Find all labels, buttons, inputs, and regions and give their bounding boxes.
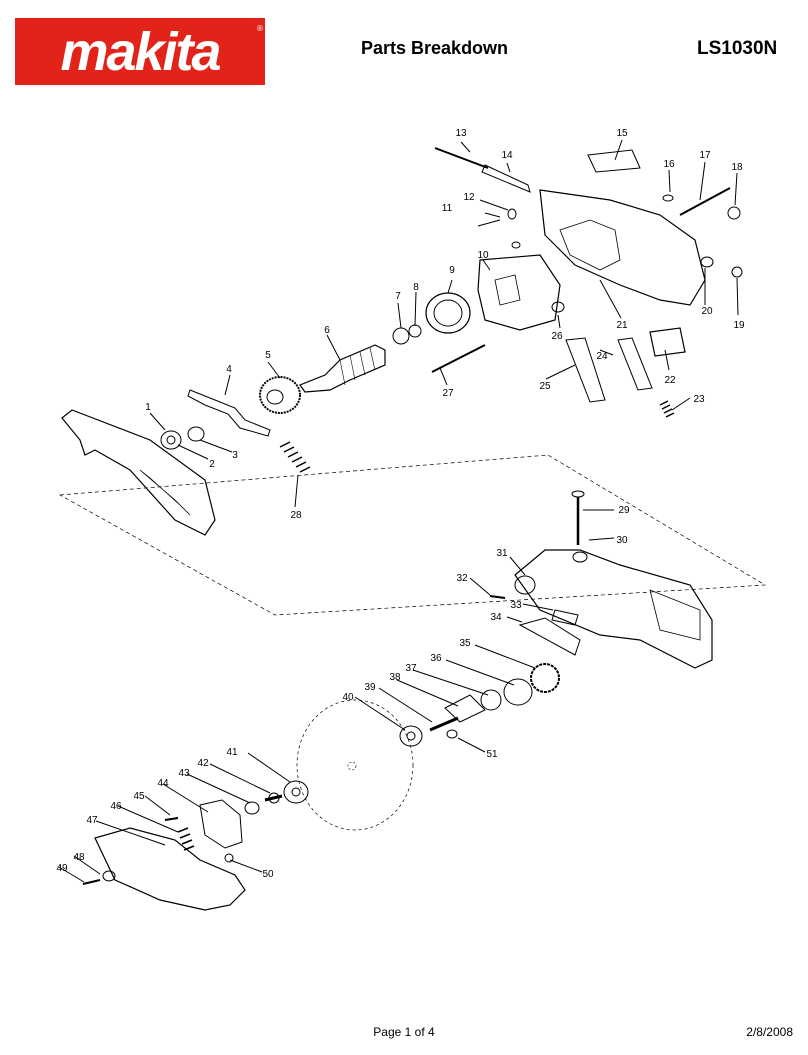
- armature-part: [299, 344, 386, 393]
- part-label: 16: [663, 159, 675, 170]
- part-label: 5: [265, 350, 271, 361]
- logo-wordmark: makita: [60, 22, 220, 82]
- part-label: 38: [389, 672, 401, 683]
- part-label: 3: [232, 450, 238, 461]
- part-label: 10: [477, 250, 489, 261]
- part-label: 24: [596, 351, 608, 362]
- part-label: 51: [486, 749, 498, 760]
- handle-part: [61, 409, 216, 536]
- part-label: 13: [455, 128, 467, 139]
- part-label: 35: [459, 638, 471, 649]
- blade-guard-part: [514, 549, 713, 669]
- svg-text:®: ®: [257, 24, 263, 33]
- part-label: 28: [290, 510, 302, 521]
- lever-part: [565, 337, 606, 403]
- part-label: 30: [616, 535, 628, 546]
- part-label: 21: [616, 320, 628, 331]
- document-date: 2/8/2008: [746, 1025, 793, 1039]
- part-label: 14: [501, 150, 513, 161]
- switch-part: [649, 327, 686, 357]
- part-label: 26: [551, 331, 563, 342]
- model-number: LS1030N: [697, 38, 778, 59]
- part-label: 34: [490, 612, 502, 623]
- part-label: 42: [197, 758, 209, 769]
- part-label: 47: [86, 815, 98, 826]
- makita-logo: makita ®: [15, 18, 265, 85]
- spring-part: [279, 441, 311, 473]
- sleeve-part: [481, 164, 531, 193]
- part-label: 8: [413, 282, 419, 293]
- part-label: 23: [693, 394, 705, 405]
- field-part: [477, 254, 561, 331]
- page-title: Parts Breakdown: [361, 38, 509, 58]
- page-indicator: Page 1 of 4: [373, 1025, 435, 1039]
- part-label: 22: [664, 375, 676, 386]
- part-label: 40: [342, 692, 354, 703]
- bevel-gear-part: [530, 663, 560, 693]
- part-label: 18: [731, 162, 743, 173]
- part-label: 17: [699, 150, 711, 161]
- part-label: 36: [430, 653, 442, 664]
- part-label: 37: [405, 663, 417, 674]
- part-label: 43: [178, 768, 190, 779]
- part-label: 7: [395, 291, 401, 302]
- screw-part: [431, 344, 486, 373]
- rod-part: [434, 147, 489, 169]
- bracket-part: [187, 389, 271, 437]
- part-label: 9: [449, 265, 455, 276]
- part-label: 48: [73, 852, 85, 863]
- safety-guard-part: [94, 827, 246, 911]
- baffle-part: [425, 292, 471, 334]
- part-label: 50: [262, 869, 274, 880]
- part-label: 12: [463, 192, 475, 203]
- assembly-plane-outline: [58, 454, 767, 616]
- bearing-part: [160, 430, 182, 450]
- part-label: 29: [618, 505, 630, 516]
- part-label: 39: [364, 682, 376, 693]
- label-part: [587, 149, 641, 173]
- part-label: 11: [442, 203, 453, 214]
- part-label: 41: [226, 747, 238, 758]
- part-label: 2: [209, 459, 215, 470]
- part-label: 4: [226, 364, 232, 375]
- part-label: 19: [733, 320, 745, 331]
- part-label: 44: [157, 778, 169, 789]
- part-label: 27: [442, 388, 454, 399]
- part-label: 20: [701, 306, 713, 317]
- part-number-labels: 13 14 15 16 17 18 12 11 10 9 8 7 6 5 4 1…: [56, 128, 745, 880]
- part-label: 45: [133, 791, 145, 802]
- part-label: 1: [145, 402, 151, 413]
- gear-part: [259, 376, 301, 414]
- part-label: 31: [496, 548, 508, 559]
- part-label: 49: [56, 863, 68, 874]
- part-label: 6: [324, 325, 330, 336]
- part-label: 25: [539, 381, 551, 392]
- part-label: 46: [110, 801, 122, 812]
- saw-blade-outline: [296, 699, 414, 831]
- part-label: 32: [456, 573, 468, 584]
- motor-housing-part: [539, 189, 706, 306]
- part-label: 15: [616, 128, 628, 139]
- part-label: 33: [510, 600, 522, 611]
